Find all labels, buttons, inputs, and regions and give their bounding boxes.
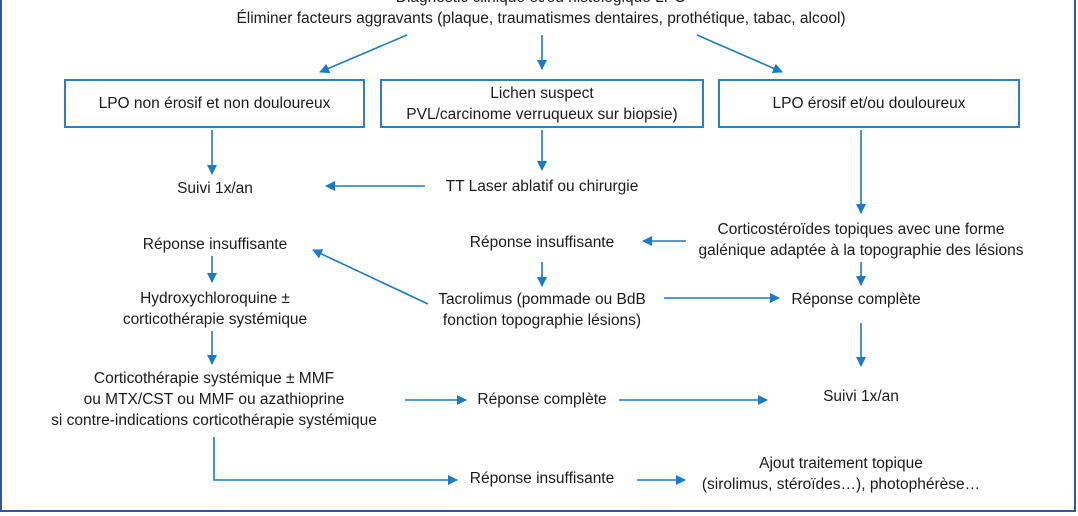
node-reponse-insuffisante-left: Réponse insuffisante: [142, 236, 288, 253]
arrow-top-to-right: [696, 34, 783, 73]
arrow-cortico-sys-to-insuf-bottom: [213, 437, 458, 485]
node-reponse-complete-right: Réponse complète: [791, 291, 921, 308]
node-suivi-right: Suivi 1x/an: [823, 388, 899, 405]
box-lpo-erosif: LPO érosif et/ou douloureux: [718, 79, 1020, 128]
node-ajout-traitement: Ajout traitement topique (sirolimus, sté…: [701, 455, 981, 493]
arrow-tacro-to-insuf-left: [312, 249, 429, 305]
node-reponse-complete-bottom: Réponse complète: [477, 391, 607, 408]
node-tacrolimus: Tacrolimus (pommade ou BdB fonction topo…: [438, 291, 646, 329]
node-reponse-insuffisante-bottom: Réponse insuffisante: [469, 470, 615, 487]
node-suivi-left: Suivi 1x/an: [177, 180, 253, 197]
node-hydroxychloroquine: Hydroxychloroquine ± corticothérapie sys…: [122, 290, 308, 328]
node-diagnostic-title: Diagnostic clinique et/ou histologique L…: [236, 0, 846, 27]
node-reponse-insuffisante-mid: Réponse insuffisante: [469, 234, 615, 251]
arrow-top-to-left: [319, 34, 408, 74]
node-tt-laser: TT Laser ablatif ou chirurgie: [445, 178, 639, 195]
node-corticotherapie-systemique: Corticothérapie systémique ± MMF ou MTX/…: [51, 370, 377, 429]
box-lpo-non-erosif: LPO non érosif et non douloureux: [64, 79, 365, 128]
node-cortico-topiques: Corticostéroïdes topiques avec une forme…: [698, 221, 1024, 259]
